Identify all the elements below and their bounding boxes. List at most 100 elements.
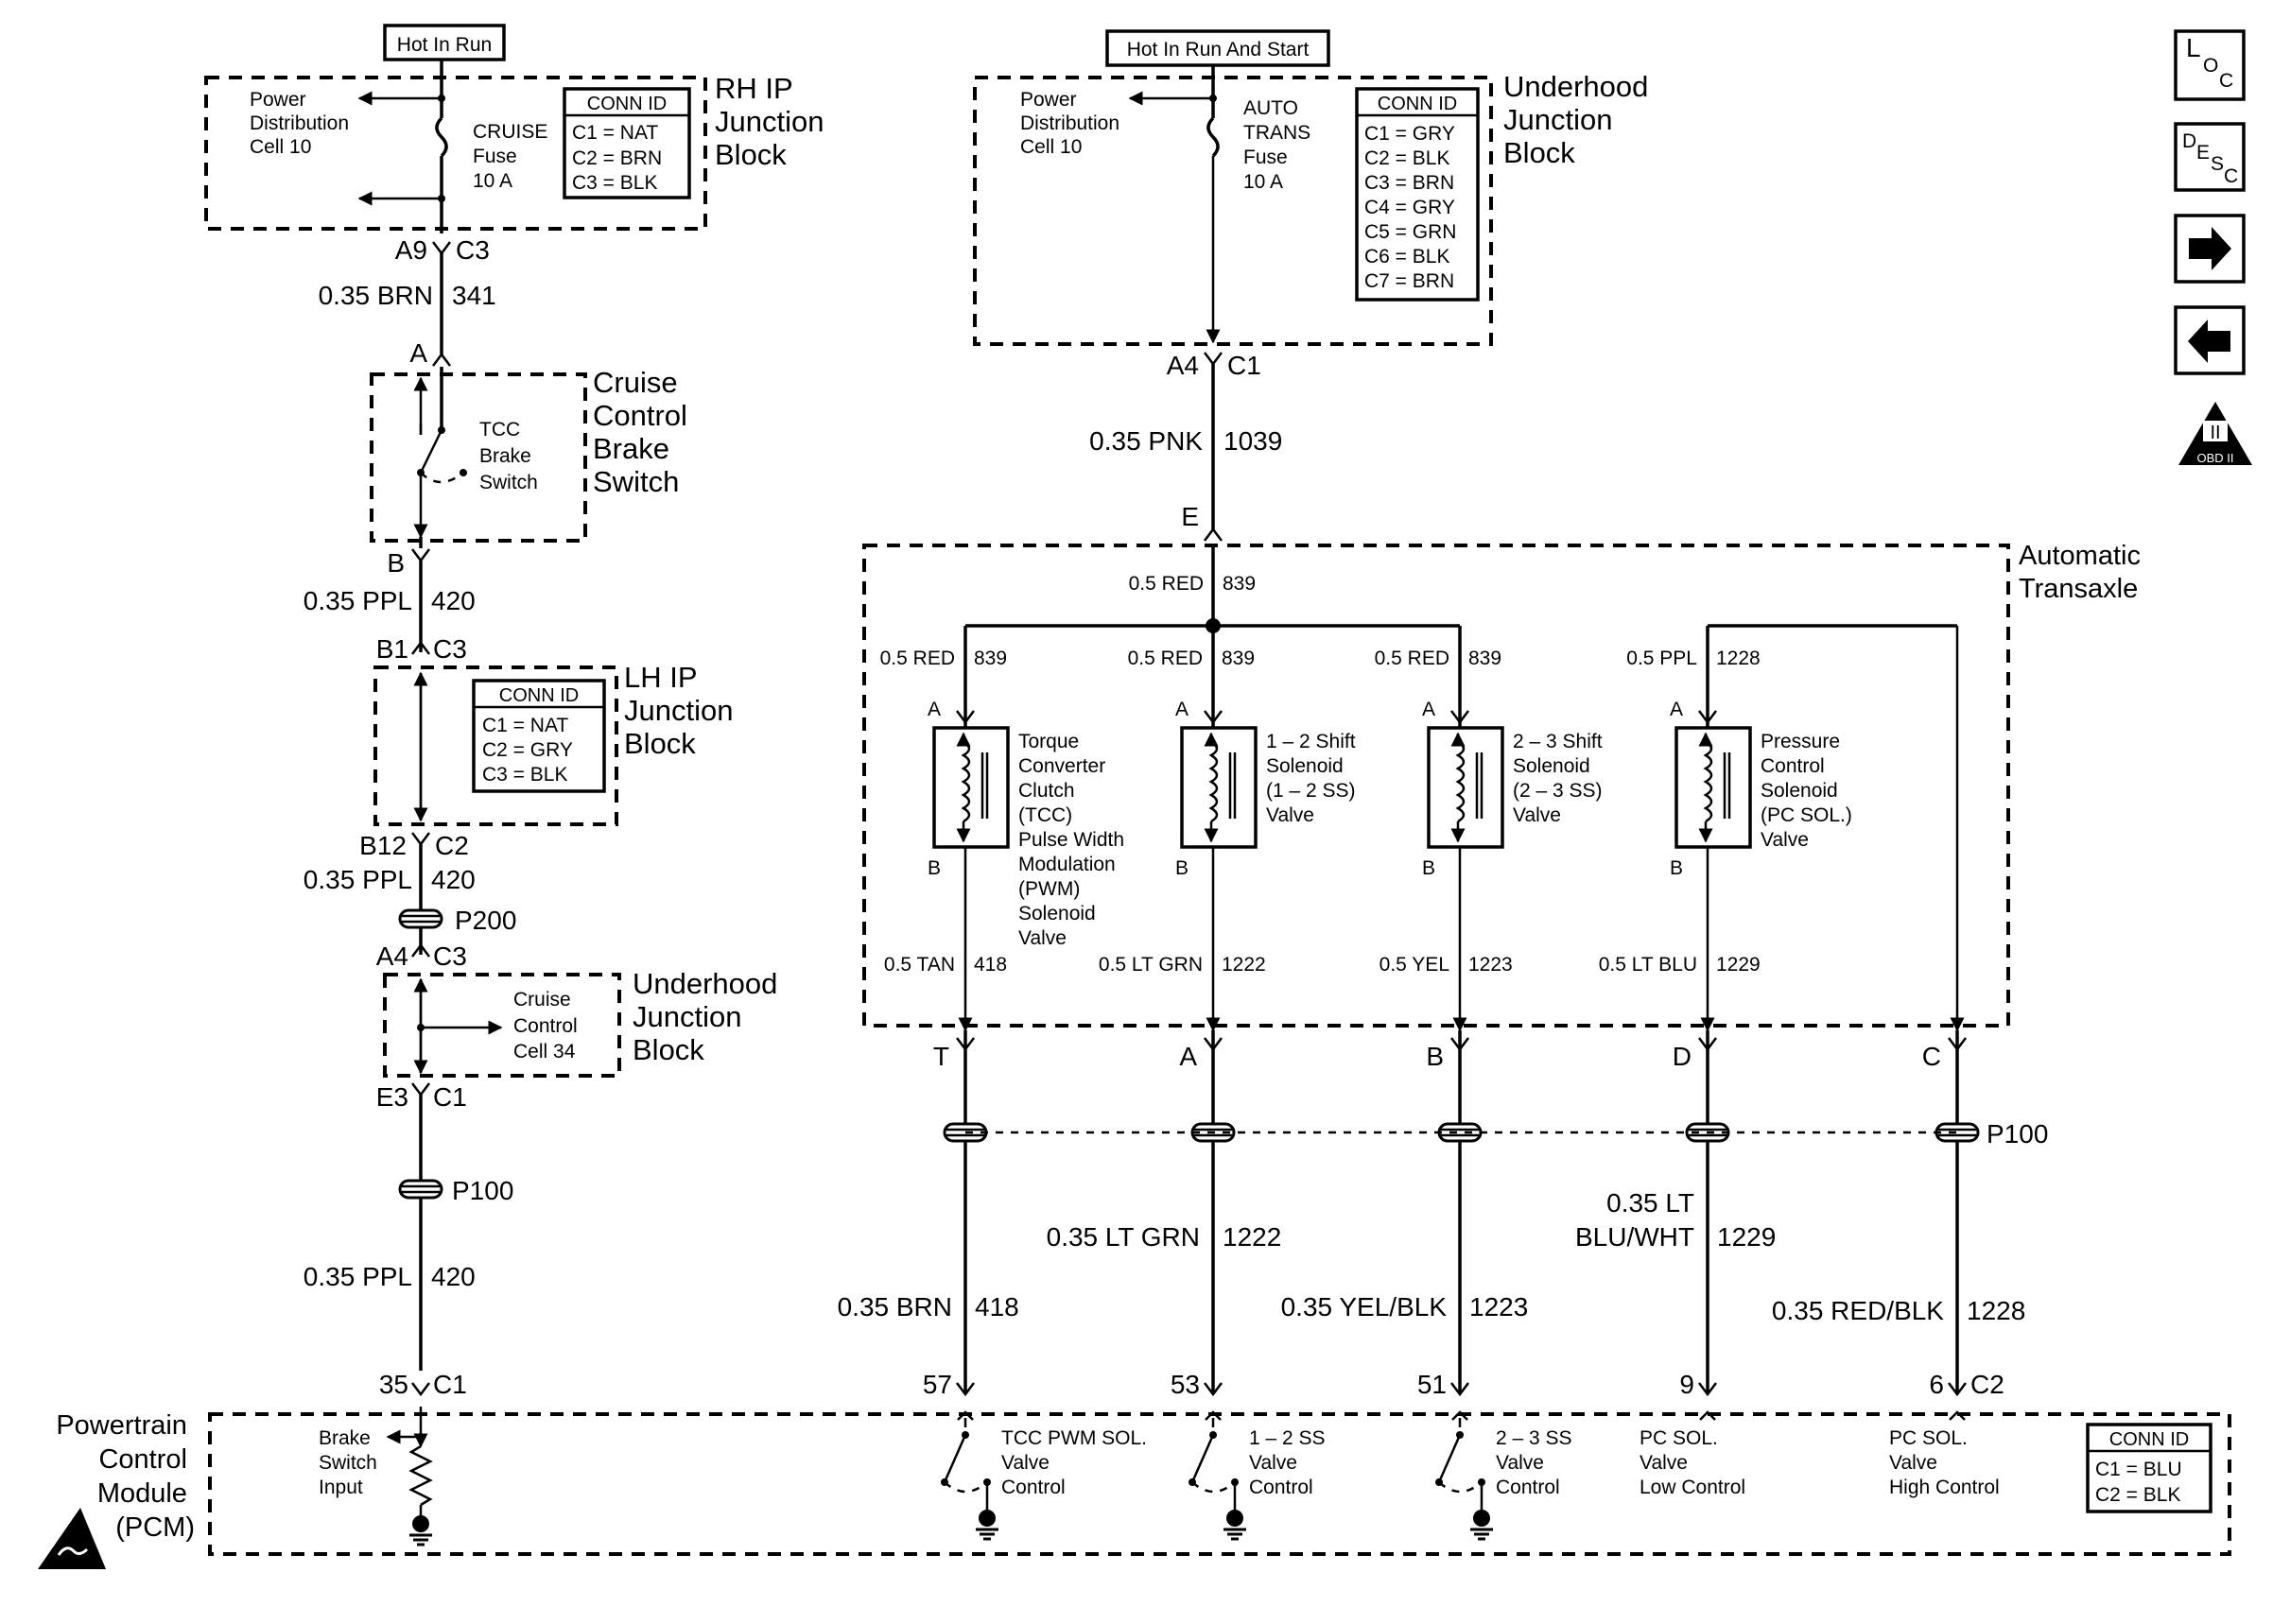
splice-p200: P200	[455, 906, 516, 935]
solenoid-pin-b: B	[928, 857, 941, 879]
pcm-conn-title: CONN ID	[2109, 1429, 2189, 1450]
solenoid-top-wire-label: 0.5 PPL	[1626, 648, 1697, 669]
transaxle-pin: C	[1922, 1042, 1941, 1071]
lh-ip-conn-c3: C3	[433, 634, 467, 664]
lower-wire-number: 1229	[1717, 1222, 1776, 1252]
underhood-junction-block	[973, 76, 1493, 346]
uh-pin-a4: A4	[1167, 351, 1199, 380]
solenoid-top-wire-number: 839	[1468, 648, 1501, 669]
uh-big-title: Underhood Junction Block	[1503, 70, 1657, 169]
pcm-pin: 51	[1417, 1370, 1447, 1399]
svg-text:E: E	[2196, 142, 2210, 164]
transaxle-pin: D	[1673, 1042, 1692, 1071]
wire-1039-label: 0.35 PNK	[1089, 426, 1203, 456]
wire-1039-number: 1039	[1223, 426, 1282, 456]
cruise-switch-pin-a: A	[409, 338, 427, 368]
uh-pdc-text: Power Distribution Cell 10	[1020, 89, 1125, 158]
uh-conn-id-box	[1355, 87, 1480, 302]
uh-small-pin-e3: E3	[376, 1082, 408, 1112]
uh-conn-list: C1 = GRY C2 = BLK C3 = BRN C4 = GRY C5 =…	[1364, 123, 1462, 292]
hot-in-run-start-label: Hot In Run And Start	[1127, 39, 1310, 60]
solenoid-bottom-wire-number: 1223	[1468, 954, 1513, 976]
lh-conn-id-box	[472, 679, 606, 793]
wire-420-a-label: 0.35 PPL	[304, 586, 412, 615]
pcm-title: Powertrain Control Module (PCM)	[56, 1410, 195, 1543]
pcm-conn-list: C1 = BLU C2 = BLK	[2095, 1459, 2187, 1506]
pcm-pin: 9	[1679, 1370, 1694, 1399]
lower-wire-label: 0.35 BRN	[838, 1292, 952, 1322]
solenoid-pin-a: A	[928, 699, 941, 720]
uh-small-pin-a4: A4	[376, 942, 408, 971]
solenoid-coil-icon	[1703, 740, 1713, 823]
lower-wire-number: 1222	[1223, 1222, 1281, 1252]
lower-wire-label: BLU/WHT	[1575, 1222, 1694, 1252]
pcm-conn-c1: C1	[433, 1370, 467, 1399]
lower-wire-number: 1228	[1967, 1296, 2025, 1325]
svg-text:L: L	[2186, 33, 2201, 62]
solenoid-top-wire-number: 839	[974, 648, 1007, 669]
lower-wire-label: 0.35 LT	[1606, 1188, 1694, 1218]
solenoid-pin-a: A	[1670, 699, 1683, 720]
solenoid-top-wire-label: 0.5 RED	[1128, 648, 1203, 669]
prev-arrow-icon[interactable]	[2174, 305, 2246, 375]
wire-420-a-number: 420	[431, 586, 476, 615]
driver-switch-blade	[1190, 1434, 1215, 1483]
solenoid-coil-icon	[1455, 740, 1466, 823]
wire-341-number: 341	[452, 281, 496, 310]
underhood-junction-small	[383, 973, 621, 1078]
solenoid-bottom-wire-label: 0.5 TAN	[884, 954, 955, 976]
conn-c3-top: C3	[456, 235, 490, 265]
solenoid-pin-a: A	[1422, 699, 1435, 720]
cruise-switch-title: Cruise Control Brake Switch	[593, 366, 696, 498]
solenoid-coil-icon	[1208, 740, 1219, 823]
solenoid-top-wire-number: 839	[1222, 648, 1255, 669]
solenoid-top-wire-number: 1228	[1716, 648, 1761, 669]
svg-text:S: S	[2211, 153, 2224, 175]
solenoid-body	[1180, 726, 1258, 849]
rh-pdc-text: Power Distribution Cell 10	[250, 89, 355, 158]
hot-in-run-box	[383, 24, 506, 61]
uh-conn-c1: C1	[1227, 351, 1261, 380]
solenoid-bottom-wire-label: 0.5 LT BLU	[1599, 954, 1697, 976]
trans-pin-e: E	[1181, 502, 1199, 531]
transaxle-title: Automatic Transaxle	[2019, 541, 2148, 604]
svg-text:C: C	[2219, 70, 2233, 92]
pcm-pin: 57	[923, 1370, 952, 1399]
p100-splice	[1437, 1122, 1483, 1143]
obd-ii-icon[interactable]: II OBD II	[2178, 402, 2252, 465]
desc-icon[interactable]: D E S C	[2174, 122, 2246, 192]
feed-839-label: 0.5 RED	[1129, 573, 1204, 595]
cruise-fuse-symbol	[435, 116, 448, 158]
pcm-conn-id-box	[2086, 1423, 2212, 1513]
solenoid-body	[932, 726, 1010, 849]
cruise-cell-34-text: Cruise Control Cell 34	[513, 989, 583, 1063]
hot-in-run-label: Hot In Run	[397, 34, 492, 56]
solenoid-bottom-wire-number: 418	[974, 954, 1007, 976]
svg-text:D: D	[2182, 130, 2196, 152]
tcc-brake-switch-text: TCC Brake Switch	[479, 419, 538, 493]
lower-wire-label: 0.35 YEL/BLK	[1281, 1292, 1448, 1322]
solenoid-pin-b: B	[1175, 857, 1189, 879]
transaxle-pin: T	[933, 1042, 949, 1071]
nav-icons: L O C D E S C II OBD II	[2174, 29, 2252, 465]
transaxle-circuit: Hot In Run And Start Power Distribution …	[838, 29, 2148, 1399]
pcm-pin: 53	[1171, 1370, 1200, 1399]
solenoid-body	[1427, 726, 1504, 849]
solenoid-bottom-wire-label: 0.5 LT GRN	[1099, 954, 1203, 976]
brake-switch-input-text: Brake Switch Input	[319, 1427, 383, 1498]
solenoid-bottom-wire-number: 1222	[1222, 954, 1266, 976]
loc-icon[interactable]: L O C	[2174, 29, 2246, 101]
lh-ip-pin-b1: B1	[376, 634, 408, 664]
next-arrow-icon[interactable]	[2174, 214, 2246, 284]
solenoid-top-wire-label: 0.5 RED	[1375, 648, 1449, 669]
pin-a9: A9	[395, 235, 427, 265]
solenoid-bottom-wire-number: 1229	[1716, 954, 1761, 976]
solenoid-pin-b: B	[1422, 857, 1435, 879]
brake-input-resistor	[408, 1444, 433, 1507]
